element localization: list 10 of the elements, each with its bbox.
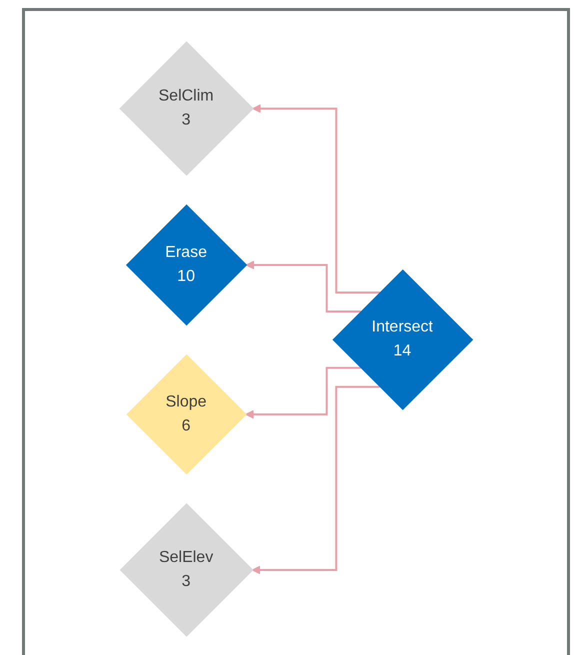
node-diamond (126, 354, 246, 475)
node-diamond (126, 204, 247, 326)
node-diamond (332, 270, 473, 411)
node-diamond (119, 42, 254, 176)
arrow (252, 104, 380, 294)
arrow (244, 367, 361, 420)
arrow (245, 261, 361, 313)
panel-frame: SelClim 3 Erase 10 Intersect 14 Slope 6 SelElev 3 (22, 8, 570, 655)
node-diamond (119, 504, 254, 638)
arrow (252, 386, 380, 575)
